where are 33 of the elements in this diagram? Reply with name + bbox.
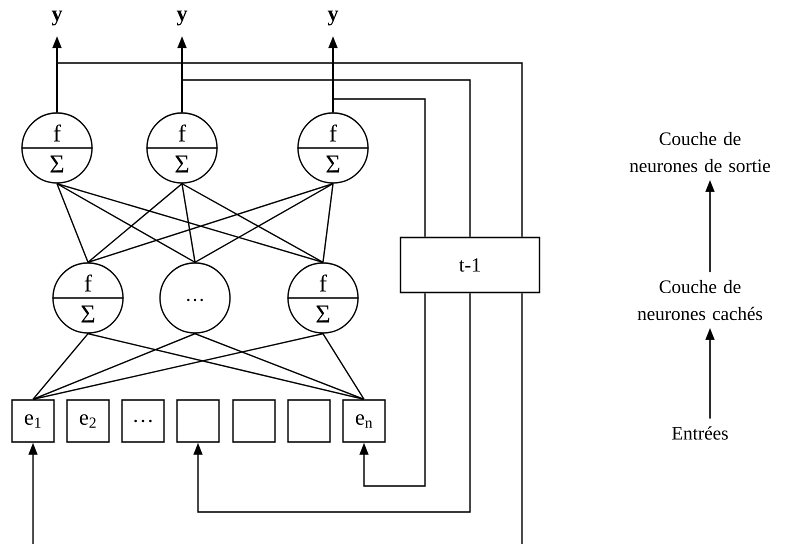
- input-box: e$_{1}$: [11, 399, 55, 443]
- connector-line: [56, 183, 196, 263]
- connector-line: [194, 333, 364, 400]
- connector-line: [521, 293, 523, 544]
- connector-line: [32, 333, 89, 400]
- output-label: y: [328, 10, 338, 26]
- layer-label: Couche de neurones cachés: [638, 280, 762, 320]
- delay-box: t-1: [400, 236, 540, 294]
- connector-line: [322, 184, 334, 262]
- input-box: [287, 399, 331, 443]
- connector-line: [88, 333, 364, 400]
- connector-line: [182, 183, 324, 263]
- input-box: e$_{n}$: [342, 399, 386, 443]
- input-box: [176, 399, 220, 443]
- connector-line: [181, 79, 471, 237]
- connector-line: [56, 183, 89, 263]
- layer-label: Couche de neurones de sortie: [630, 132, 770, 172]
- output-label: y: [52, 10, 62, 26]
- output-label: y: [176, 10, 188, 26]
- input-box: e$_{2}$: [66, 399, 110, 443]
- connector-line: [32, 333, 196, 400]
- arrow: [359, 293, 426, 487]
- connector-line: [181, 184, 196, 262]
- connector-line: [32, 333, 324, 400]
- connector-line: [56, 62, 523, 237]
- connector-line: [88, 183, 182, 263]
- connector-line: [194, 183, 334, 263]
- input-box: …: [121, 399, 165, 443]
- arrow: [193, 293, 471, 513]
- layer-label: Entrées: [672, 426, 728, 440]
- input-box: [232, 399, 276, 443]
- connector-line: [332, 98, 426, 237]
- connector-line: [322, 333, 365, 400]
